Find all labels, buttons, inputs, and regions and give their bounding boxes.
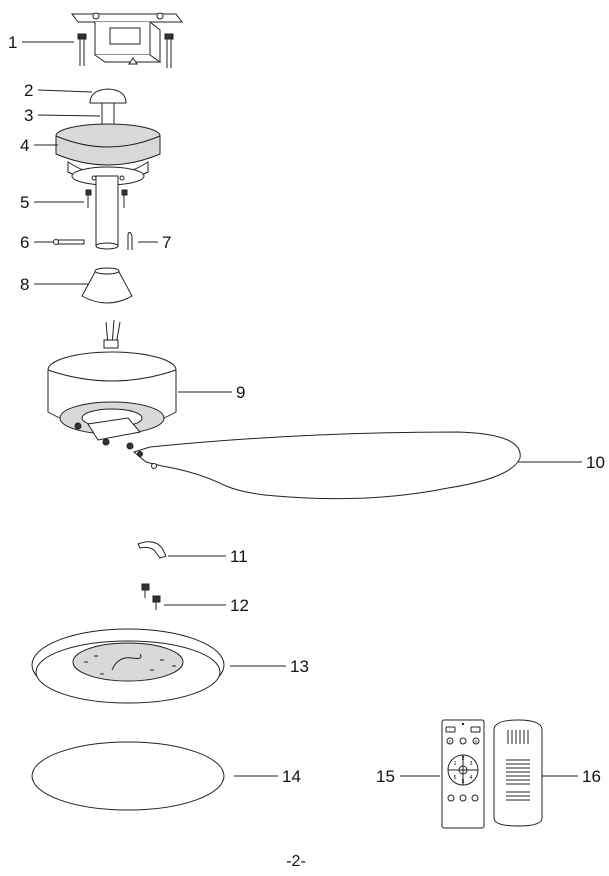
part-label-5: 5 bbox=[20, 193, 29, 212]
part-label-4: 4 bbox=[20, 136, 29, 155]
part-label-9: 9 bbox=[236, 383, 245, 402]
blade-bracket bbox=[137, 541, 167, 559]
short-downrod bbox=[101, 102, 115, 126]
clevis-pin bbox=[53, 239, 85, 245]
remote-speed-5: 5 bbox=[462, 779, 465, 785]
remote-speed-4: 4 bbox=[470, 775, 473, 781]
cotter-pin bbox=[127, 231, 133, 250]
remote-speed-1: 1 bbox=[454, 761, 457, 767]
blade-screws bbox=[141, 583, 161, 610]
remote-speed-6: 6 bbox=[454, 775, 457, 781]
remote-f-label: F bbox=[449, 739, 452, 744]
canopy-screws bbox=[85, 189, 128, 208]
diffuser-lens bbox=[31, 741, 225, 811]
leader-line-3 bbox=[37, 114, 101, 117]
part-label-12: 12 bbox=[230, 596, 249, 615]
remote-r-label: R bbox=[475, 739, 478, 744]
leader-line-2 bbox=[37, 89, 93, 93]
coupling-cover bbox=[81, 267, 133, 304]
remote-speed-3: 3 bbox=[470, 761, 473, 767]
part-label-8: 8 bbox=[20, 275, 29, 294]
remote-control: F R 1 2 3 4 5 6 bbox=[441, 719, 485, 829]
part-label-2: 2 bbox=[24, 81, 33, 100]
remote-speed-2: 2 bbox=[462, 756, 465, 762]
part-label-14: 14 bbox=[282, 767, 301, 786]
part-label-7: 7 bbox=[162, 233, 171, 252]
page-number: -2- bbox=[286, 853, 306, 870]
part-label-16: 16 bbox=[582, 767, 601, 786]
fan-blade bbox=[132, 431, 521, 500]
canopy-top-cap bbox=[89, 88, 127, 104]
downrod bbox=[95, 175, 119, 247]
mounting-bracket bbox=[71, 12, 183, 68]
part-label-15: 15 bbox=[376, 767, 395, 786]
motor-housing bbox=[47, 319, 177, 450]
canopy bbox=[55, 123, 161, 186]
led-light-kit bbox=[31, 628, 225, 704]
part-label-6: 6 bbox=[20, 233, 29, 252]
part-label-11: 11 bbox=[230, 547, 248, 566]
remote-holder bbox=[493, 719, 543, 827]
part-label-13: 13 bbox=[290, 657, 309, 676]
part-label-10: 10 bbox=[586, 453, 605, 472]
part-label-3: 3 bbox=[24, 106, 33, 125]
part-label-1: 1 bbox=[8, 33, 17, 52]
